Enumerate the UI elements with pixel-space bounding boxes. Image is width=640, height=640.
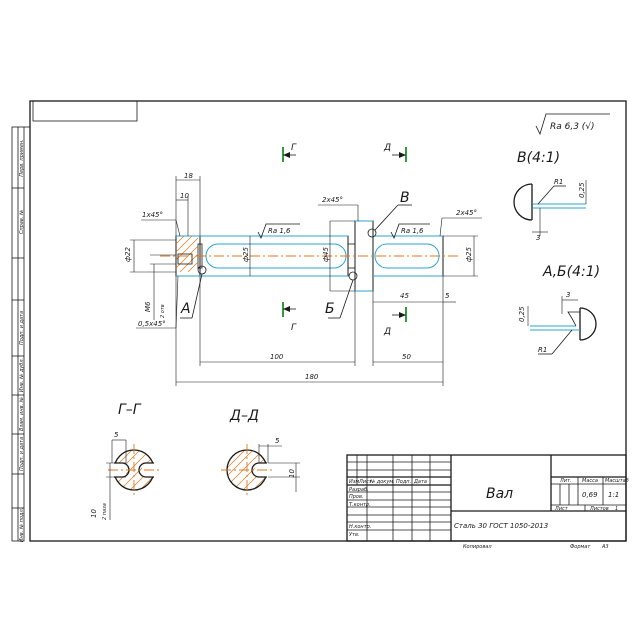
sheet-frame [11,100,627,542]
surface-marks: Ra 1,6 Ra 1,6 [257,223,430,240]
side-label-5: Взам. инв. № [19,397,25,431]
cut-label-d-bottom: Д [383,327,391,337]
tb-scale-value: 1:1 [608,491,619,499]
section-g-dim-5: 5 [114,431,119,439]
detail-ab-dim-b: 3 [566,291,570,299]
dim-45: 45 [400,292,409,300]
callout-a: А [180,301,191,317]
section-d: Д–Д 5 10 [221,408,300,496]
dim-d25-left: ф25 [242,247,250,262]
section-d-title: Д–Д [229,408,259,424]
tb-sheets-value: 1 [615,506,618,512]
dim-5: 5 [445,292,450,300]
side-label-3: Подп. и дата [19,311,25,345]
tb-role-1: Разраб. [349,487,369,493]
side-label-4: Инв. № дубл. [19,358,25,392]
tb-header-date: Дата [413,479,427,485]
callout-v: В [400,190,410,206]
detail-v-dim-b: 3 [536,234,540,242]
dim-d22: ф22 [124,247,132,262]
side-label-2: Справ. № [19,210,25,234]
section-g-dim-10: 10 [90,509,98,518]
tb-role-6: Утв. [349,532,360,538]
side-label-7: Инв. № подл. [19,508,25,543]
callout-b: Б [325,301,335,317]
dim-50: 50 [402,353,411,361]
cut-label-d-top: Д [383,143,391,153]
tb-format: Формат [570,544,591,550]
dim-chamfer-3: 2х45° [456,209,477,217]
roughness-general-text: Ra 6,3 (√) [550,121,595,132]
dimension-lines: 18 10 1х45° ф22 M6 2 отв 0,5х45° ф25 ф45 [124,172,482,386]
side-strip-labels: Перв. примен. Справ. № Подп. и дата Инв.… [19,139,25,542]
tb-header-list: Лист [358,479,373,485]
tb-role-2: Пров. [349,494,364,500]
tb-format-value: А3 [601,544,609,550]
tb-mass-value: 0,69 [582,491,598,499]
detail-ab: А,Б(4:1) 3 0,25 R1 [518,264,600,355]
callout-circle-v [367,228,377,238]
dim-chamfer-2: 2х45° [322,196,343,204]
tb-header-sign: Подп. [396,479,411,485]
tb-col-scale: Масштаб [605,478,629,484]
detail-ab-dim-a: 0,25 [518,306,526,322]
title-block: Изм Лист № докум. Подп. Дата Разраб. Про… [346,454,629,550]
dim-d25-right: ф25 [465,247,473,262]
detail-v-dim-a: 0,25 [578,182,586,198]
dim-180: 180 [305,373,319,381]
dim-100: 100 [270,353,284,361]
tb-part-name: Вал [486,486,513,502]
dim-d45: ф45 [322,247,330,262]
detail-v: В(4:1) 3 0,25 R1 [513,150,587,242]
surface-mark-1: Ra 1,6 [268,227,291,235]
dim-thread: M6 [144,301,152,312]
tb-col-mass: Масса [582,478,598,484]
detail-ab-title: А,Б(4:1) [542,264,600,280]
tb-material: Сталь 30 ГОСТ 1050-2013 [454,522,548,530]
cutting-planes: Г Г Д Д [282,143,407,337]
detail-v-title: В(4:1) [517,150,560,166]
tb-role-5: Н.контр. [349,524,371,530]
tb-header-izm: Изм [349,479,359,485]
section-d-dim-10: 10 [288,469,296,478]
section-g-title: Г–Г [118,402,142,418]
detail-ab-radius: R1 [538,346,547,354]
tb-col-lit: Лит. [559,478,572,484]
callout-leaders: А Б В [180,190,412,319]
shaft-main-view [160,220,460,292]
dim-chamfer-1: 1х45° [142,211,163,219]
tb-sheet: Лист [554,506,569,512]
tb-sheets: Листов [589,506,609,512]
section-d-dim-5: 5 [275,437,280,445]
dim-18: 18 [184,172,193,180]
dim-chamfer-4: 0,5х45° [138,320,166,328]
roughness-general: Ra 6,3 (√) [535,113,610,136]
section-g-note: 2 паза [102,503,108,520]
cut-label-g-top: Г [291,143,297,153]
dim-10: 10 [180,192,189,200]
cut-label-g-bottom: Г [291,323,297,333]
section-g: Г–Г 10 2 паза 5 [90,402,162,520]
dim-thread-holes: 2 отв [160,304,166,318]
tb-header-doc: № докум. [369,479,395,485]
side-label-1: Перв. примен. [19,139,25,177]
detail-v-radius: R1 [554,178,563,186]
tb-copied: Копировал [463,544,492,550]
tb-role-3: Т.контр. [349,502,371,508]
surface-mark-2: Ra 1,6 [401,227,424,235]
side-label-6: Подп. и дата [19,437,25,471]
